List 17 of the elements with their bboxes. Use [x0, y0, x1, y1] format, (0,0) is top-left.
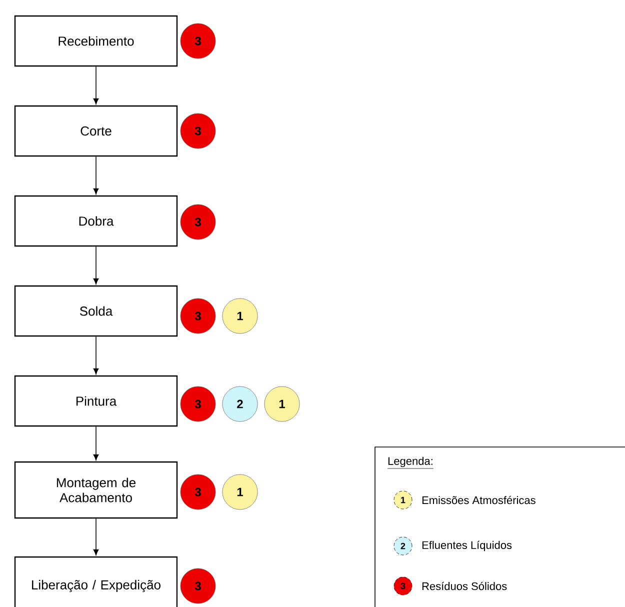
- arrow: [93, 336, 99, 374]
- legend-text: Resíduos Sólidos: [422, 582, 507, 590]
- process-box: Pintura: [14, 375, 178, 427]
- process-box: Dobra: [14, 195, 178, 247]
- process-box: Liberação / Expedição: [14, 556, 178, 607]
- process-box: Recebimento: [14, 15, 178, 67]
- legend-text: Emissões Atmosféricas: [422, 496, 536, 504]
- arrow: [93, 246, 99, 284]
- arrow: [93, 156, 99, 194]
- process-box: Corte: [14, 105, 178, 157]
- process-box: Montagem de Acabamento: [14, 461, 178, 519]
- legend-title: Legenda:: [387, 456, 434, 469]
- legend-text: Efluentes Líquidos: [422, 540, 512, 552]
- process-box: Solda: [14, 285, 178, 337]
- arrow: [93, 518, 99, 556]
- arrow: [93, 426, 99, 460]
- arrow: [93, 66, 99, 104]
